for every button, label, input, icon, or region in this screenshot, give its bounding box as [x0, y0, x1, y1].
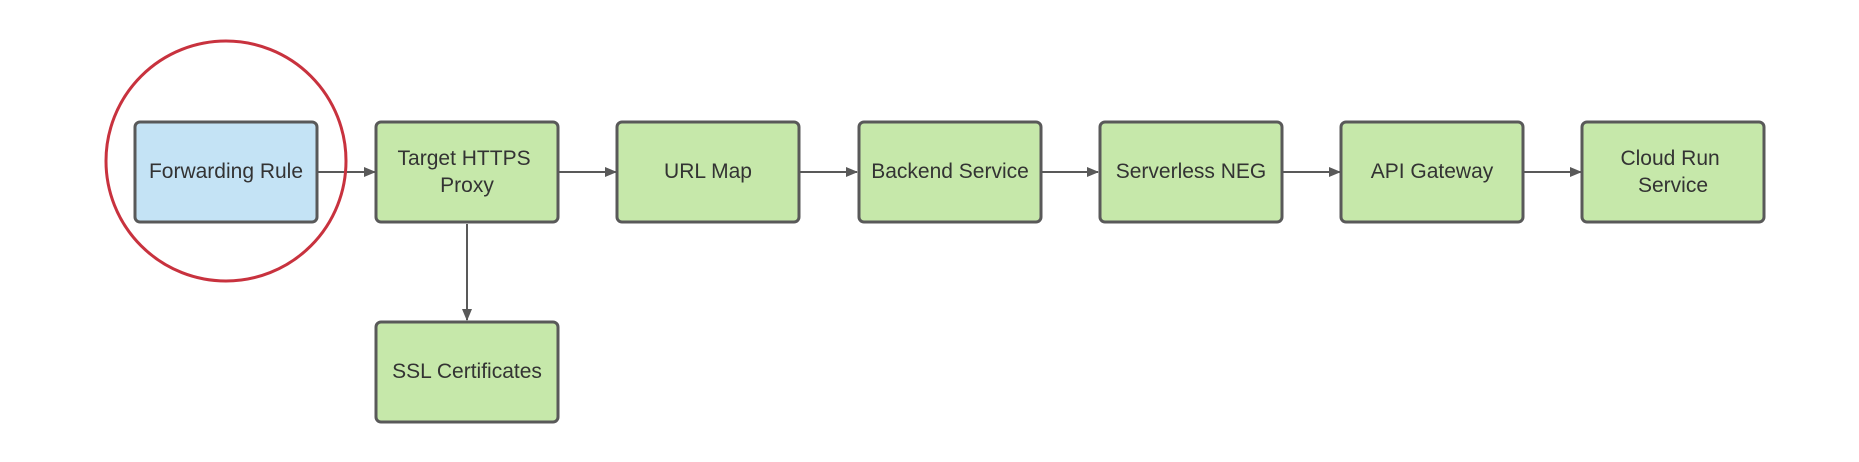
node-cloud-run-service-label: Cloud Run Service: [1620, 147, 1725, 197]
node-serverless-neg-box[interactable]: [1098, 120, 1284, 224]
node-forwarding-rule-box[interactable]: [133, 120, 319, 224]
node-ssl-certificates-box[interactable]: [374, 320, 560, 424]
node-forwarding-rule-label: Forwarding Rule: [149, 160, 303, 183]
node-target-https-proxy-box[interactable]: [374, 120, 560, 224]
node-backend-service-box[interactable]: [857, 120, 1043, 224]
node-cloud-run-service-box[interactable]: [1580, 120, 1766, 224]
edges-layer: [317, 167, 1582, 321]
node-backend-service-label: Backend Service: [871, 160, 1029, 183]
node-cloud-run-service[interactable]: Cloud Run Service: [1580, 120, 1766, 224]
node-api-gateway-label: API Gateway: [1371, 160, 1494, 183]
node-url-map-box[interactable]: [615, 120, 801, 224]
node-api-gateway[interactable]: API Gateway: [1339, 120, 1525, 224]
node-serverless-neg[interactable]: Serverless NEG: [1098, 120, 1284, 224]
node-serverless-neg-label: Serverless NEG: [1116, 160, 1267, 183]
node-url-map[interactable]: URL Map: [615, 120, 801, 224]
node-url-map-label: URL Map: [664, 160, 752, 183]
node-api-gateway-box[interactable]: [1339, 120, 1525, 224]
node-ssl-certificates[interactable]: SSL Certificates: [374, 320, 560, 424]
node-target-https-proxy-label: Target HTTPS Proxy: [398, 147, 537, 197]
node-backend-service[interactable]: Backend Service: [857, 120, 1043, 224]
node-target-https-proxy[interactable]: Target HTTPS Proxy: [374, 120, 560, 224]
focus-ring-circle: [104, 39, 348, 283]
node-ssl-certificates-label: SSL Certificates: [392, 360, 542, 383]
node-forwarding-rule[interactable]: Forwarding Rule: [133, 120, 319, 224]
